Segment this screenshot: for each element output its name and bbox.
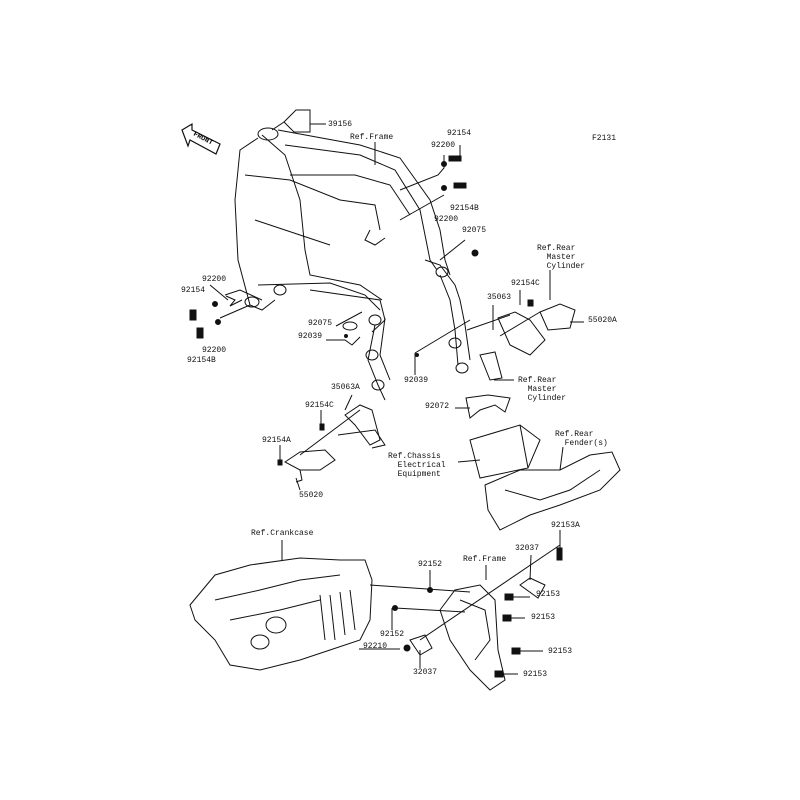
callout-ref-frame: Ref.Frame [350, 133, 394, 142]
battery-case [465, 394, 541, 479]
callout-39156: 39156 [328, 120, 353, 129]
callout-92200: 92200 [431, 141, 456, 150]
callout-32037: 32037 [515, 544, 540, 553]
callout-55020: 55020 [299, 491, 324, 500]
callout-32037: 32037 [413, 668, 438, 677]
callout-92154a: 92154A [262, 436, 291, 445]
callout-92154: 92154 [447, 129, 472, 138]
callout-ref-chassis-electrical: Ref.Chassis Electrical Equipment [388, 452, 446, 479]
callout-92039: 92039 [404, 376, 429, 385]
rear-fender [484, 451, 621, 531]
callout-92154b: 92154B [187, 356, 216, 365]
callout-92153: 92153 [531, 613, 556, 622]
callout-92200: 92200 [202, 346, 227, 355]
callout-92039: 92039 [298, 332, 323, 341]
main-frame [224, 127, 471, 401]
callout-92075: 92075 [462, 226, 487, 235]
callout-92200: 92200 [434, 215, 459, 224]
callout-92153: 92153 [523, 670, 548, 679]
callout-55020a: 55020A [588, 316, 617, 325]
callout-92153: 92153 [548, 647, 573, 656]
label-sticker-part [271, 109, 326, 133]
callout-ref-rear-master-cylinder: Ref.Rear Master Cylinder [518, 376, 567, 403]
callout-ref-rear-fender: Ref.Rear Fender(s) [555, 430, 608, 448]
callout-92153a: 92153A [551, 521, 580, 530]
callout-92153: 92153 [536, 590, 561, 599]
callout-92154c: 92154C [305, 401, 334, 410]
callout-92154c: 92154C [511, 279, 540, 288]
fasteners [189, 155, 563, 678]
callout-92154: 92154 [181, 286, 206, 295]
callout-35063: 35063 [487, 293, 512, 302]
callout-92210: 92210 [363, 642, 388, 651]
callout-ref-crankcase: Ref.Crankcase [251, 529, 314, 538]
callout-ref-frame: Ref.Frame [463, 555, 507, 564]
callout-92152: 92152 [418, 560, 443, 569]
engine-mount-bracket [409, 577, 546, 691]
front-direction-arrow-icon: FRONT [181, 122, 221, 155]
callout-92072: 92072 [425, 402, 450, 411]
callout-92154b: 92154B [450, 204, 479, 213]
crankcase [189, 557, 373, 671]
callout-92075: 92075 [308, 319, 333, 328]
callout-92200: 92200 [202, 275, 227, 284]
rear-brackets [284, 303, 576, 483]
diagram-id: F2131 [592, 134, 617, 143]
callout-35063a: 35063A [331, 383, 360, 392]
leader-lines [209, 142, 584, 675]
callout-92152: 92152 [380, 630, 405, 639]
callout-ref-rear-master-cylinder: Ref.Rear Master Cylinder [537, 244, 586, 271]
